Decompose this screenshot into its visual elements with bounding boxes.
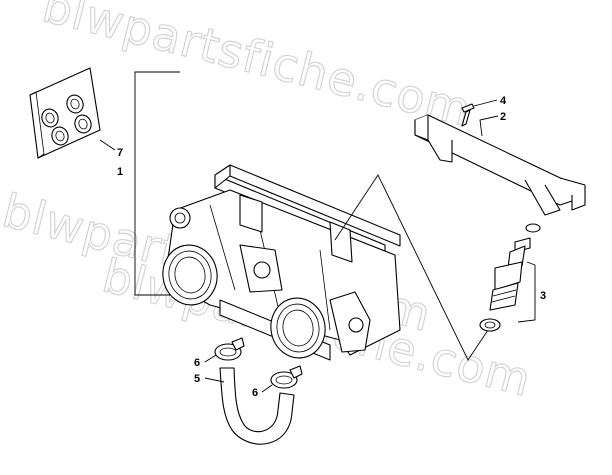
seal-plate-part-7 bbox=[29, 67, 101, 159]
callout-3: 3 bbox=[540, 290, 546, 302]
callout-6a: 6 bbox=[194, 357, 200, 369]
fuel-injector-part-3 bbox=[479, 223, 541, 332]
callout-7: 7 bbox=[117, 147, 123, 159]
screw-part-4 bbox=[461, 103, 475, 127]
leader-item-7 bbox=[99, 139, 116, 151]
leader-item-2 bbox=[479, 115, 499, 137]
leader-item-3 bbox=[517, 261, 536, 323]
callout-1: 1 bbox=[117, 166, 123, 178]
hose-part-5 bbox=[219, 367, 295, 445]
callout-4: 4 bbox=[500, 95, 507, 107]
leader-item-1 bbox=[134, 71, 180, 296]
callout-6b: 6 bbox=[252, 387, 258, 399]
callout-5: 5 bbox=[194, 373, 200, 385]
clamp-part-6a bbox=[214, 337, 245, 361]
callout-2: 2 bbox=[500, 111, 506, 123]
leader-injector bbox=[334, 174, 489, 361]
leader-item-6a bbox=[204, 354, 217, 363]
watermark-text-top: blwpartsfiche.com bbox=[37, 0, 477, 137]
clamp-part-6b bbox=[270, 365, 303, 389]
leader-item-4 bbox=[473, 99, 498, 107]
leader-item-5 bbox=[204, 377, 225, 383]
fuel-rail-part-2 bbox=[414, 114, 586, 216]
throttle-body-assembly-part-1 bbox=[162, 164, 401, 361]
leader-item-6b bbox=[261, 384, 273, 393]
